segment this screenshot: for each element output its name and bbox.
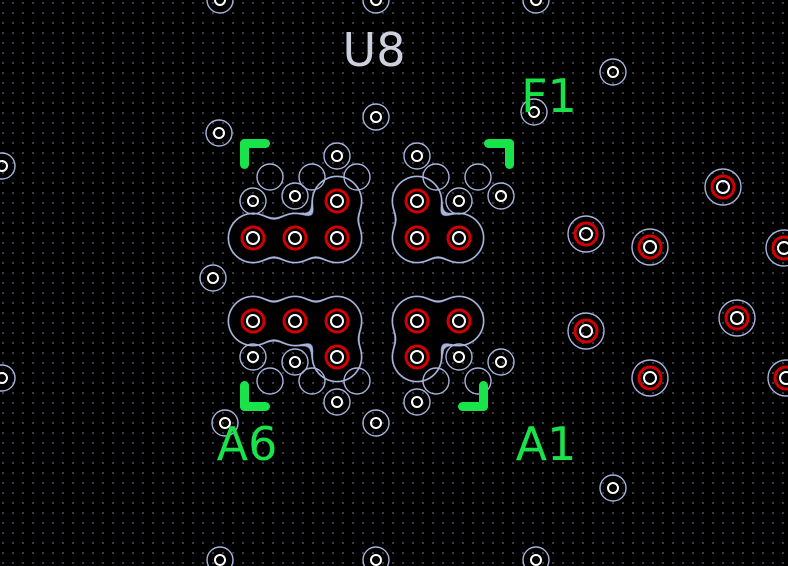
via-unconnected[interactable] [522,546,550,566]
via-unconnected[interactable] [487,348,515,376]
pad-connected[interactable] [404,225,430,251]
via-unconnected[interactable] [362,0,390,14]
designator-f1: F1 [521,69,577,123]
via-unconnected[interactable] [323,142,351,170]
via[interactable] [631,359,669,397]
clearance-circle [298,367,326,395]
via[interactable] [767,359,788,397]
via-unconnected[interactable] [487,182,515,210]
via-unconnected[interactable] [0,152,16,180]
via-unconnected[interactable] [445,343,473,371]
via[interactable] [631,228,669,266]
via-unconnected[interactable] [323,388,351,416]
clearance-circle [343,367,371,395]
via-unconnected[interactable] [211,409,239,437]
via-unconnected[interactable] [281,182,309,210]
clearance-circle [422,367,450,395]
corner-marker-top-left [240,139,270,169]
via-unconnected[interactable] [362,546,390,566]
via-unconnected[interactable] [206,546,234,566]
designator-u8: U8 [343,23,406,77]
clearance-circle [343,163,371,191]
via-unconnected[interactable] [362,103,390,131]
clearance-blob-bottom-left [227,295,363,383]
pad-connected[interactable] [446,225,472,251]
pad-connected[interactable] [324,225,350,251]
via[interactable] [567,312,605,350]
clearance-outline-group [227,175,485,383]
clearance-circle [464,163,492,191]
clearance-circle [422,163,450,191]
via-unconnected[interactable] [0,364,16,392]
clearance-blob-top-left [227,175,363,264]
pad-connected[interactable] [240,308,266,334]
via-unconnected[interactable] [520,98,548,126]
courtyard-corner-group [240,139,514,411]
via-unconnected[interactable] [403,142,431,170]
via[interactable] [765,229,788,267]
pad-connected[interactable] [324,308,350,334]
pad-connected[interactable] [240,225,266,251]
pad-connected[interactable] [324,344,350,370]
via-unconnected[interactable] [599,474,627,502]
clearance-circle [256,163,284,191]
pin-label-a6: A6 [217,417,278,471]
via-unconnected[interactable] [362,409,390,437]
clearance-circle [464,367,492,395]
via-unconnected[interactable] [199,264,227,292]
via-unconnected[interactable] [205,119,233,147]
via[interactable] [704,168,742,206]
via-unconnected[interactable] [599,58,627,86]
pad-connected[interactable] [282,308,308,334]
via-unconnected[interactable] [445,187,473,215]
pad-connected[interactable] [404,188,430,214]
pad-connected[interactable] [446,308,472,334]
pad-connected[interactable] [404,344,430,370]
via[interactable] [718,299,756,337]
via[interactable] [567,215,605,253]
corner-marker-bottom-right [458,381,488,411]
via-unconnected[interactable] [281,348,309,376]
via-unconnected[interactable] [522,0,550,14]
via-unconnected[interactable] [206,0,234,14]
clearance-circle [298,163,326,191]
corner-marker-top-right [484,139,514,169]
pad-connected[interactable] [282,225,308,251]
via-unconnected[interactable] [403,388,431,416]
pin-label-a1: A1 [516,417,577,471]
pad-connected[interactable] [404,308,430,334]
via-unconnected[interactable] [239,187,267,215]
pad-connected[interactable] [324,188,350,214]
connected-pad-group[interactable] [240,188,472,370]
clearance-blob-top-right [391,175,485,264]
open-clearance-circle-group [256,163,492,395]
via-unconnected[interactable] [239,343,267,371]
clearance-circle [256,367,284,395]
corner-marker-bottom-left [240,381,270,411]
